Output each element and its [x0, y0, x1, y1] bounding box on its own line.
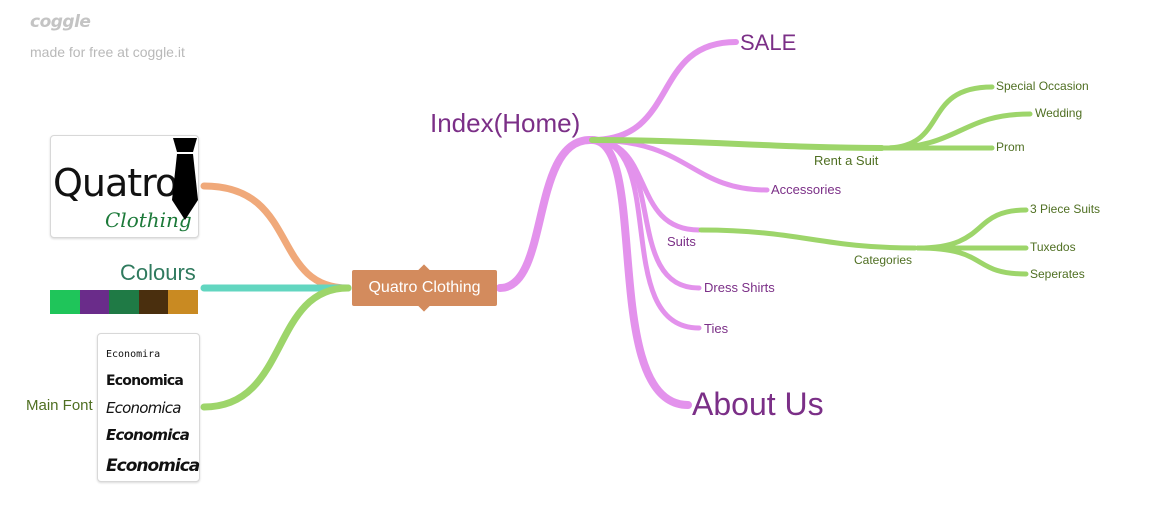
node-ties[interactable]: Ties [704, 321, 729, 336]
font-sample: Economica [106, 456, 200, 476]
node-suits[interactable]: Suits [667, 234, 696, 249]
node-seperates[interactable]: Seperates [1030, 267, 1085, 281]
link-about-us [588, 136, 692, 409]
link-3-piece-suits [915, 207, 1029, 251]
font-samples-node[interactable]: Economira Economica Economica Economica … [97, 333, 200, 482]
tie-icon [172, 138, 198, 220]
node-wedding[interactable]: Wedding [1035, 106, 1083, 120]
node-3-piece-suits[interactable]: 3 Piece Suits [1030, 202, 1101, 216]
central-node[interactable]: Quatro Clothing [352, 264, 497, 312]
node-prom[interactable]: Prom [996, 140, 1025, 154]
node-rent-a-suit[interactable]: Rent a Suit [814, 153, 879, 168]
font-sample: Economira [106, 349, 161, 360]
node-accessories[interactable]: Accessories [771, 182, 842, 197]
logo-wordmark: Quatro [53, 161, 178, 205]
main-font-label[interactable]: Main Font [26, 397, 93, 414]
node-dress-shirts[interactable]: Dress Shirts [704, 280, 775, 295]
link-logo [200, 182, 352, 292]
colours-label[interactable]: Colours [120, 260, 196, 285]
font-sample: Economica [106, 399, 181, 417]
node-index-home[interactable]: Index(Home) [430, 108, 581, 138]
node-special-occasion[interactable]: Special Occasion [996, 79, 1089, 93]
link-categories [698, 227, 918, 251]
colour-swatch [138, 290, 169, 314]
link-rent-a-suit [589, 137, 885, 151]
coggle-tagline[interactable]: made for free at coggle.it [30, 44, 185, 60]
link-sale [589, 39, 739, 143]
central-node-label: Quatro Clothing [368, 279, 481, 296]
font-sample: Economica [106, 426, 190, 444]
link-ties [589, 137, 702, 331]
colour-swatch [109, 290, 139, 314]
coggle-brand-logo[interactable]: coggle [30, 12, 91, 32]
node-categories[interactable]: Categories [854, 253, 913, 267]
logo-image-node[interactable]: Quatro Clothing [50, 135, 199, 238]
link-seperates [915, 245, 1029, 277]
node-tuxedos[interactable]: Tuxedos [1030, 240, 1076, 254]
link-index [496, 136, 594, 292]
colour-swatch [50, 290, 80, 314]
colour-palette-node[interactable] [50, 290, 198, 314]
colour-swatch [79, 290, 110, 314]
logo-subtitle: Clothing [105, 208, 192, 232]
node-about-us[interactable]: About Us [692, 386, 824, 422]
colour-swatch [168, 290, 198, 314]
link-main-font [200, 284, 352, 411]
font-sample: Economica [106, 373, 184, 389]
node-sale[interactable]: SALE [740, 30, 797, 55]
